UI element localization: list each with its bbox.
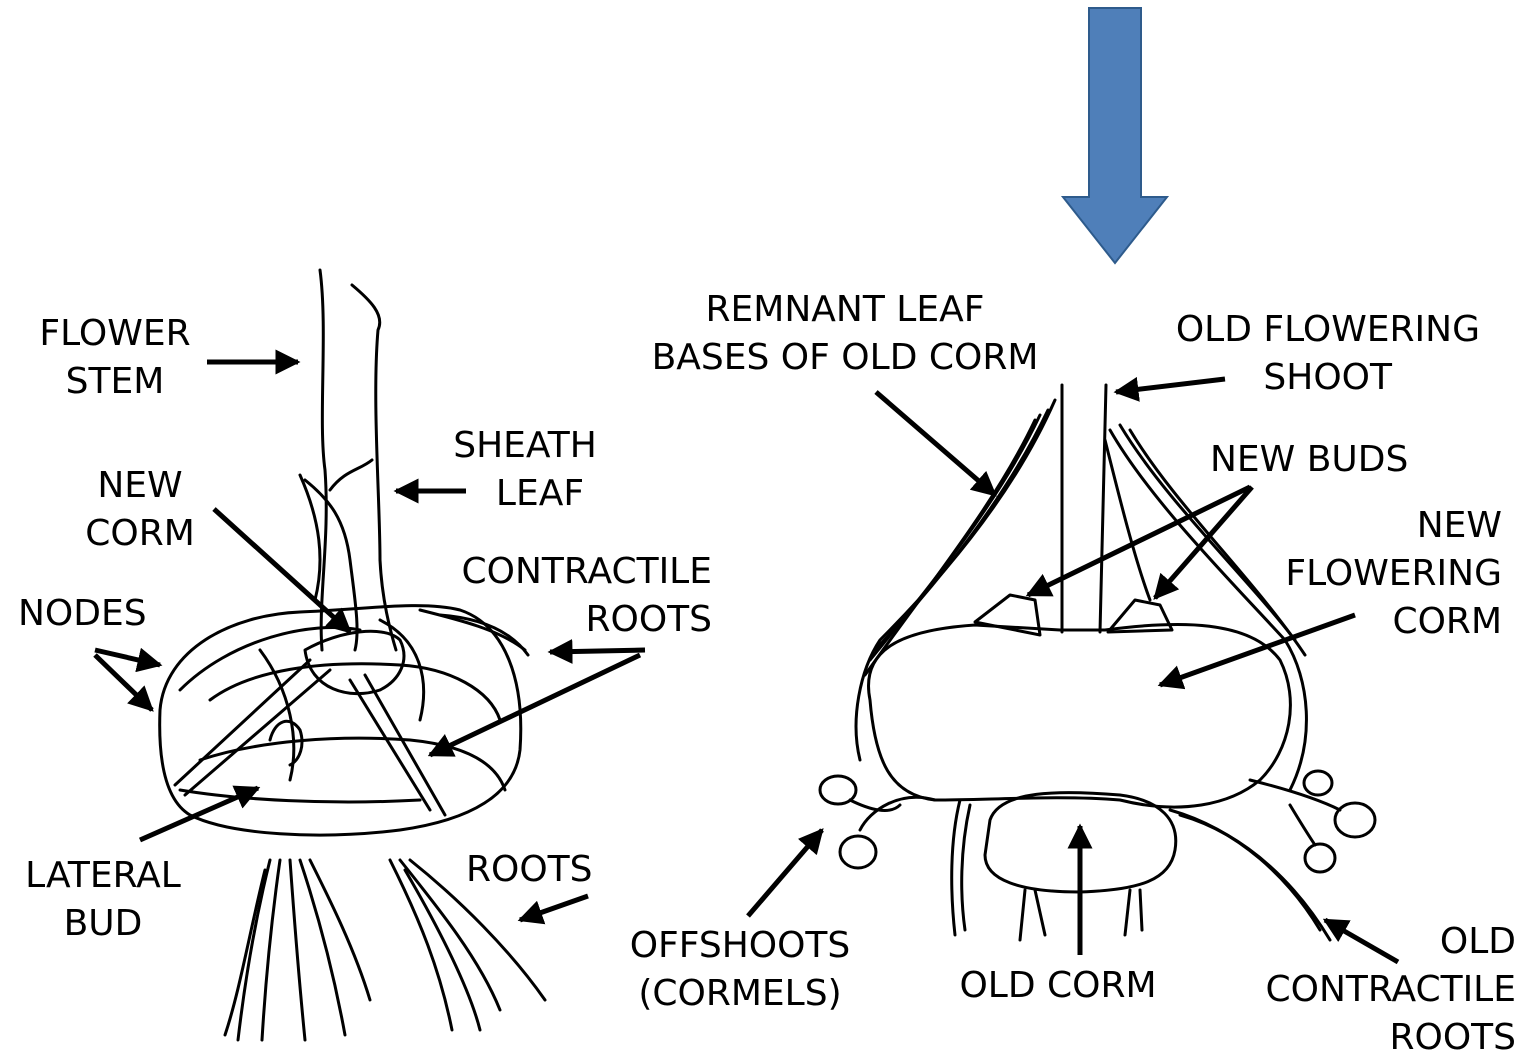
- label-new-corm: NEW CORM: [70, 462, 210, 558]
- label-roots: ROOTS: [466, 846, 593, 894]
- label-lateral-bud: LATERAL BUD: [18, 852, 188, 948]
- label-new-flowering-corm: NEW FLOWERING CORM: [1250, 502, 1502, 646]
- label-line: REMNANT LEAF: [628, 286, 1062, 334]
- label-offshoots-cormels: OFFSHOOTS (CORMELS): [614, 922, 866, 1018]
- label-remnant-leaf-bases: REMNANT LEAF BASES OF OLD CORM: [628, 286, 1062, 382]
- label-line: OFFSHOOTS: [614, 922, 866, 970]
- label-line: SHOOT: [1140, 354, 1480, 402]
- label-line: BASES OF OLD CORM: [628, 334, 1062, 382]
- label-flower-stem: FLOWER STEM: [30, 310, 200, 406]
- label-line: ROOTS: [1220, 1014, 1516, 1062]
- label-line: LATERAL: [18, 852, 188, 900]
- label-line: NEW: [70, 462, 210, 510]
- label-line: LEAF: [440, 470, 610, 518]
- label-old-contractile-roots: OLD CONTRACTILE ROOTS: [1220, 918, 1516, 1062]
- label-line: CORM: [1250, 598, 1502, 646]
- label-line: BUD: [18, 900, 188, 948]
- left-corm-illustration: [160, 270, 545, 1040]
- label-line: OLD: [1220, 918, 1516, 966]
- label-contractile-roots: CONTRACTILE ROOTS: [400, 548, 712, 644]
- label-line: STEM: [30, 358, 200, 406]
- label-line: ROOTS: [400, 596, 712, 644]
- label-line: FLOWER: [30, 310, 200, 358]
- label-line: (CORMELS): [614, 970, 866, 1018]
- label-old-corm: OLD CORM: [940, 962, 1176, 1010]
- down-arrow-icon: [1063, 8, 1167, 263]
- label-nodes: NODES: [18, 590, 147, 638]
- label-new-buds: NEW BUDS: [1210, 436, 1408, 484]
- label-line: CONTRACTILE: [400, 548, 712, 596]
- label-line: SHEATH: [440, 422, 610, 470]
- label-line: OLD FLOWERING: [1140, 306, 1480, 354]
- label-sheath-leaf: SHEATH LEAF: [440, 422, 610, 518]
- label-line: NEW: [1250, 502, 1502, 550]
- label-line: CORM: [70, 510, 210, 558]
- label-line: FLOWERING: [1250, 550, 1502, 598]
- label-line: CONTRACTILE: [1220, 966, 1516, 1014]
- label-old-flowering-shoot: OLD FLOWERING SHOOT: [1140, 306, 1480, 402]
